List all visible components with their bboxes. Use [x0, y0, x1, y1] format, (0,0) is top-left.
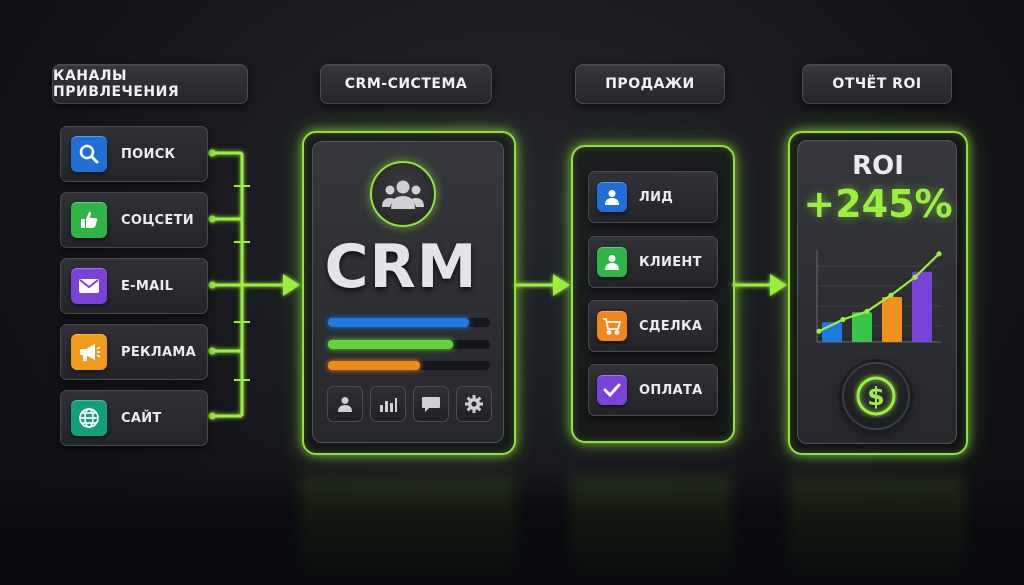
progress-bar-2 — [328, 340, 490, 349]
roi-value: +245% — [803, 182, 953, 226]
gear-icon — [465, 395, 483, 413]
trend-point — [864, 308, 870, 314]
sales-stage-label: КЛИЕНТ — [639, 254, 702, 270]
channel-email[interactable]: E-MAIL — [60, 258, 208, 314]
channel-social[interactable]: СОЦСЕТИ — [60, 192, 208, 248]
progress-fill — [328, 340, 453, 349]
user-icon — [597, 182, 627, 212]
roi-chart — [816, 250, 942, 343]
chat-icon — [422, 397, 440, 412]
channel-ads[interactable]: РЕКЛАМА — [60, 324, 208, 380]
megaphone-icon — [71, 334, 107, 370]
channel-label: РЕКЛАМА — [121, 344, 196, 360]
cart-icon — [597, 311, 627, 341]
channel-site[interactable]: САЙТ — [60, 390, 208, 446]
crm-logo-text: CRM — [324, 232, 478, 302]
header-roi: ОТЧЁТ ROI — [802, 64, 952, 104]
header-crm: CRM-СИСТЕМА — [320, 64, 492, 104]
sales-stage-payment[interactable]: ОПЛАТА — [588, 364, 718, 416]
roi-bar — [912, 271, 932, 342]
progress-bar-1 — [328, 318, 490, 327]
progress-fill — [328, 361, 421, 370]
roi-reflection — [788, 475, 966, 585]
roi-bar — [882, 297, 902, 342]
header-channels: КАНАЛЫ ПРИВЛЕЧЕНИЯ — [52, 64, 248, 104]
thumbs-up-icon — [71, 202, 107, 238]
sales-stage-deal[interactable]: СДЕЛКА — [588, 300, 718, 352]
settings-button[interactable] — [456, 386, 492, 422]
sales-stage-label: ЛИД — [639, 189, 674, 205]
progress-bar-3 — [328, 361, 490, 370]
sales-reflection — [570, 475, 732, 585]
svg-text:$: $ — [867, 382, 884, 411]
sales-stage-client[interactable]: КЛИЕНТ — [588, 236, 718, 288]
mail-icon — [71, 268, 107, 304]
channel-label: САЙТ — [121, 410, 162, 426]
channel-label: E-MAIL — [121, 278, 174, 294]
channel-label: ПОИСК — [121, 146, 176, 162]
user-icon — [597, 247, 627, 277]
globe-icon — [71, 400, 107, 436]
sales-stage-label: ОПЛАТА — [639, 382, 703, 398]
floor — [0, 470, 1024, 585]
users-group-icon — [370, 161, 436, 227]
bar-chart-icon — [380, 398, 397, 412]
trend-point — [936, 251, 942, 257]
arrowhead-sales — [553, 274, 570, 296]
channel-search[interactable]: ПОИСК — [60, 126, 208, 182]
dollar-icon: $ — [842, 362, 910, 430]
trend-point — [888, 292, 894, 298]
stats-button[interactable] — [370, 386, 406, 422]
trend-point — [816, 328, 822, 334]
user-button[interactable] — [327, 386, 363, 422]
sales-stage-lead[interactable]: ЛИД — [588, 171, 718, 223]
user-icon — [338, 397, 352, 412]
roi-bar — [852, 312, 872, 342]
trend-point — [840, 316, 846, 323]
progress-fill — [328, 318, 469, 327]
checkmark-icon — [597, 375, 627, 405]
search-icon — [71, 136, 107, 172]
arrowhead-roi — [770, 274, 787, 296]
channel-label: СОЦСЕТИ — [121, 212, 194, 228]
chat-button[interactable] — [413, 386, 449, 422]
arrowhead-crm — [283, 274, 300, 296]
roi-title: ROI — [852, 151, 904, 181]
trend-line — [818, 253, 940, 333]
trend-point — [912, 274, 918, 280]
crm-reflection — [300, 475, 516, 585]
header-sales: ПРОДАЖИ — [575, 64, 725, 104]
sales-stage-label: СДЕЛКА — [639, 318, 703, 334]
